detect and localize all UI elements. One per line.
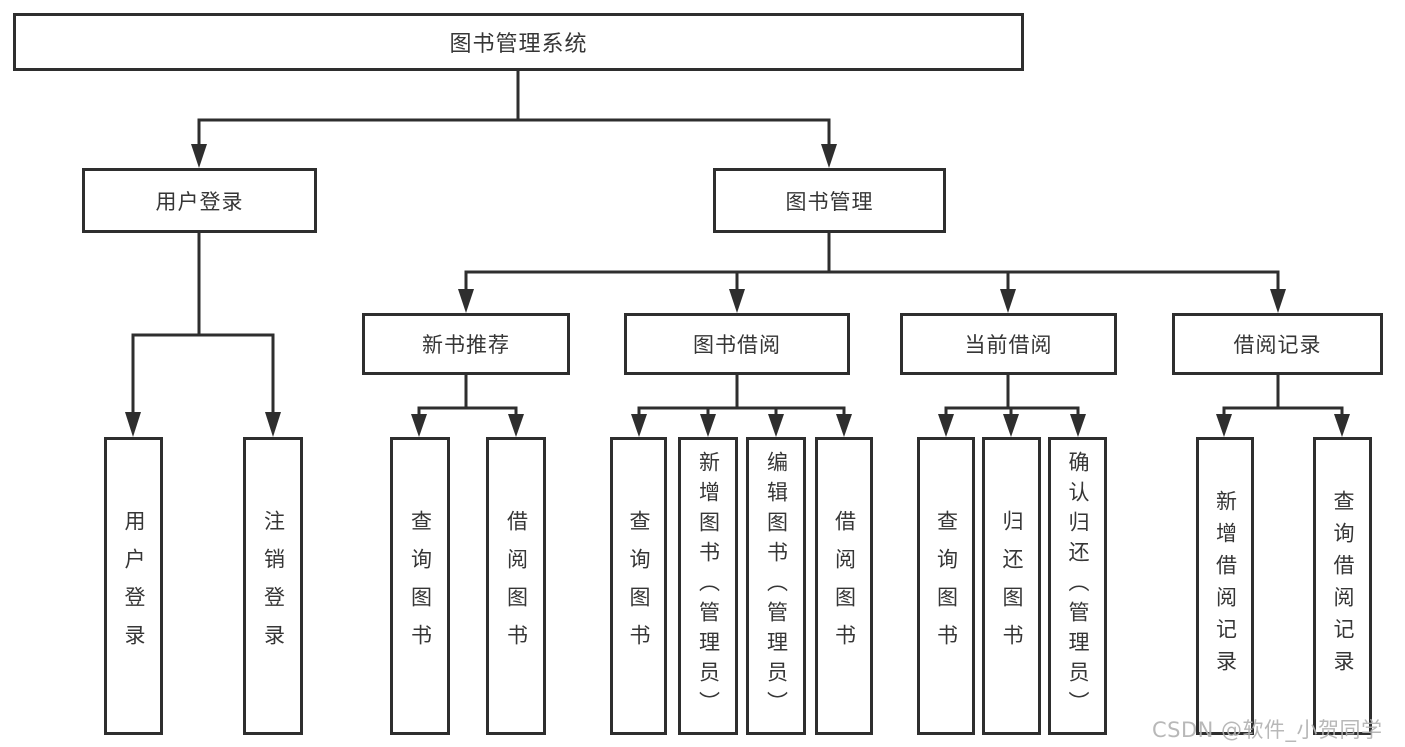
leaf-label: 用户登录 bbox=[122, 510, 146, 662]
leaf-borrowing-borrow-books: 借阅图书 bbox=[815, 437, 873, 735]
node-book-management: 图书管理 bbox=[713, 168, 946, 233]
connector-book-borrowing-to-leaves bbox=[631, 373, 852, 437]
leaf-records-add-borrow-record: 新增借阅记录 bbox=[1196, 437, 1254, 735]
node-new-book-recommend: 新书推荐 bbox=[362, 313, 570, 375]
leaf-label: 借阅图书 bbox=[832, 510, 857, 662]
leaf-borrowing-query-books: 查询图书 bbox=[610, 437, 667, 735]
leaf-user-login: 用户登录 bbox=[104, 437, 163, 735]
leaf-logout: 注销登录 bbox=[243, 437, 303, 735]
leaf-label: 查询图书 bbox=[627, 510, 651, 662]
node-library-management-system: 图书管理系统 bbox=[13, 13, 1024, 71]
leaf-current-query-books: 查询图书 bbox=[917, 437, 975, 735]
leaf-label: 借阅图书 bbox=[504, 510, 529, 662]
node-borrowing-records: 借阅记录 bbox=[1172, 313, 1383, 375]
connector-root-to-level2 bbox=[191, 68, 837, 168]
connector-user-login-to-leaves bbox=[125, 230, 281, 437]
leaf-borrowing-add-books-admin: 新增图书（管理员） bbox=[678, 437, 738, 735]
leaf-label: 新增图书（管理员） bbox=[696, 451, 721, 721]
leaf-current-return-books: 归还图书 bbox=[982, 437, 1041, 735]
leaf-recommend-borrow-books: 借阅图书 bbox=[486, 437, 546, 735]
leaf-records-query-borrow-record: 查询借阅记录 bbox=[1313, 437, 1372, 735]
node-book-borrowing: 图书借阅 bbox=[624, 313, 850, 375]
connector-book-management-to-sections bbox=[458, 231, 1286, 313]
leaf-label: 查询图书 bbox=[408, 510, 433, 662]
leaf-label: 新增借阅记录 bbox=[1213, 490, 1238, 682]
node-user-login: 用户登录 bbox=[82, 168, 317, 233]
connector-new-book-recommend-to-leaves bbox=[411, 373, 524, 437]
leaf-label: 查询借阅记录 bbox=[1331, 490, 1355, 682]
leaf-label: 查询图书 bbox=[934, 510, 959, 662]
csdn-watermark: CSDN @软件_小贺同学 bbox=[1152, 718, 1383, 742]
leaf-current-confirm-return-admin: 确认归还（管理员） bbox=[1048, 437, 1107, 735]
leaf-label: 归还图书 bbox=[1000, 510, 1024, 662]
leaf-recommend-query-books: 查询图书 bbox=[390, 437, 450, 735]
node-current-borrowing: 当前借阅 bbox=[900, 313, 1117, 375]
connector-current-borrowing-to-leaves bbox=[938, 373, 1086, 437]
connector-borrowing-records-to-leaves bbox=[1216, 373, 1350, 437]
leaf-label: 注销登录 bbox=[261, 510, 286, 662]
leaf-label: 编辑图书（管理员） bbox=[764, 451, 789, 721]
leaf-borrowing-edit-books-admin: 编辑图书（管理员） bbox=[746, 437, 806, 735]
leaf-label: 确认归还（管理员） bbox=[1066, 451, 1090, 721]
